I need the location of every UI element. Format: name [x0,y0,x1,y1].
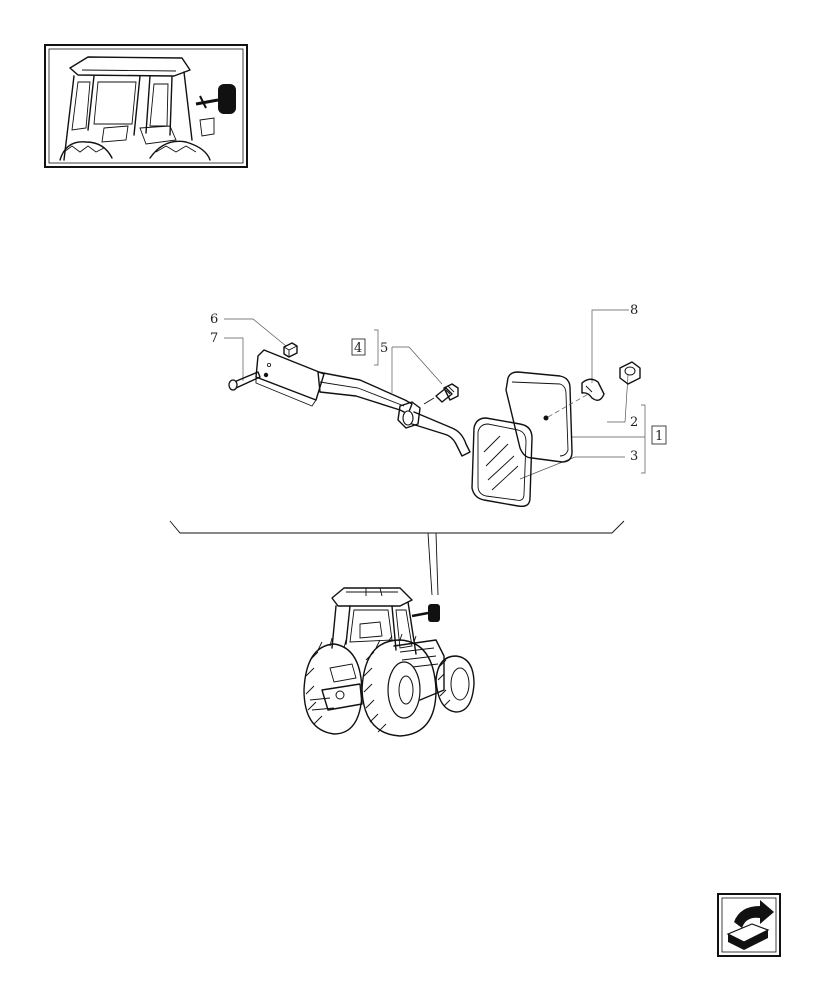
callout-7: 7 [210,331,218,346]
part-3-mirror-glass [471,417,533,508]
callout-2: 2 [630,415,638,430]
next-page-arrow-icon[interactable] [717,893,781,957]
part-5-screw [423,383,459,405]
callout-5: 5 [380,341,388,356]
part-8-knob [619,361,641,385]
part-6-nut [283,342,298,358]
part-4-mirror-arm [255,349,471,457]
callout-labels: 6 7 4 5 8 2 1 3 [210,303,667,464]
leader-lines [169,309,646,596]
callout-6: 6 [210,312,218,327]
part-7-bolt [228,371,261,391]
part-8-cover-cap [581,378,605,401]
part-2-mirror-housing [505,371,591,463]
thumbnail-frame [44,44,248,168]
tractor-cab-mirror-thumbnail-icon [59,56,236,161]
callout-4: 4 [354,341,362,356]
callout-8: 8 [630,303,638,318]
callout-1: 1 [655,429,663,444]
callout-3: 3 [630,449,638,464]
tractor-rear-view-icon [303,587,475,737]
